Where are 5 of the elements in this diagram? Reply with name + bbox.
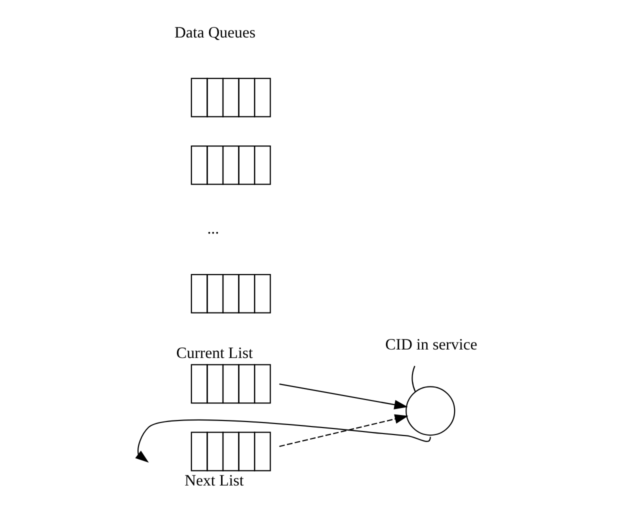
node-label: Next List — [184, 472, 244, 490]
node-label: Current List — [176, 345, 253, 362]
label: Data Queues — [174, 24, 256, 42]
node-text: CID in service — [385, 336, 478, 354]
label: ... — [207, 220, 220, 238]
